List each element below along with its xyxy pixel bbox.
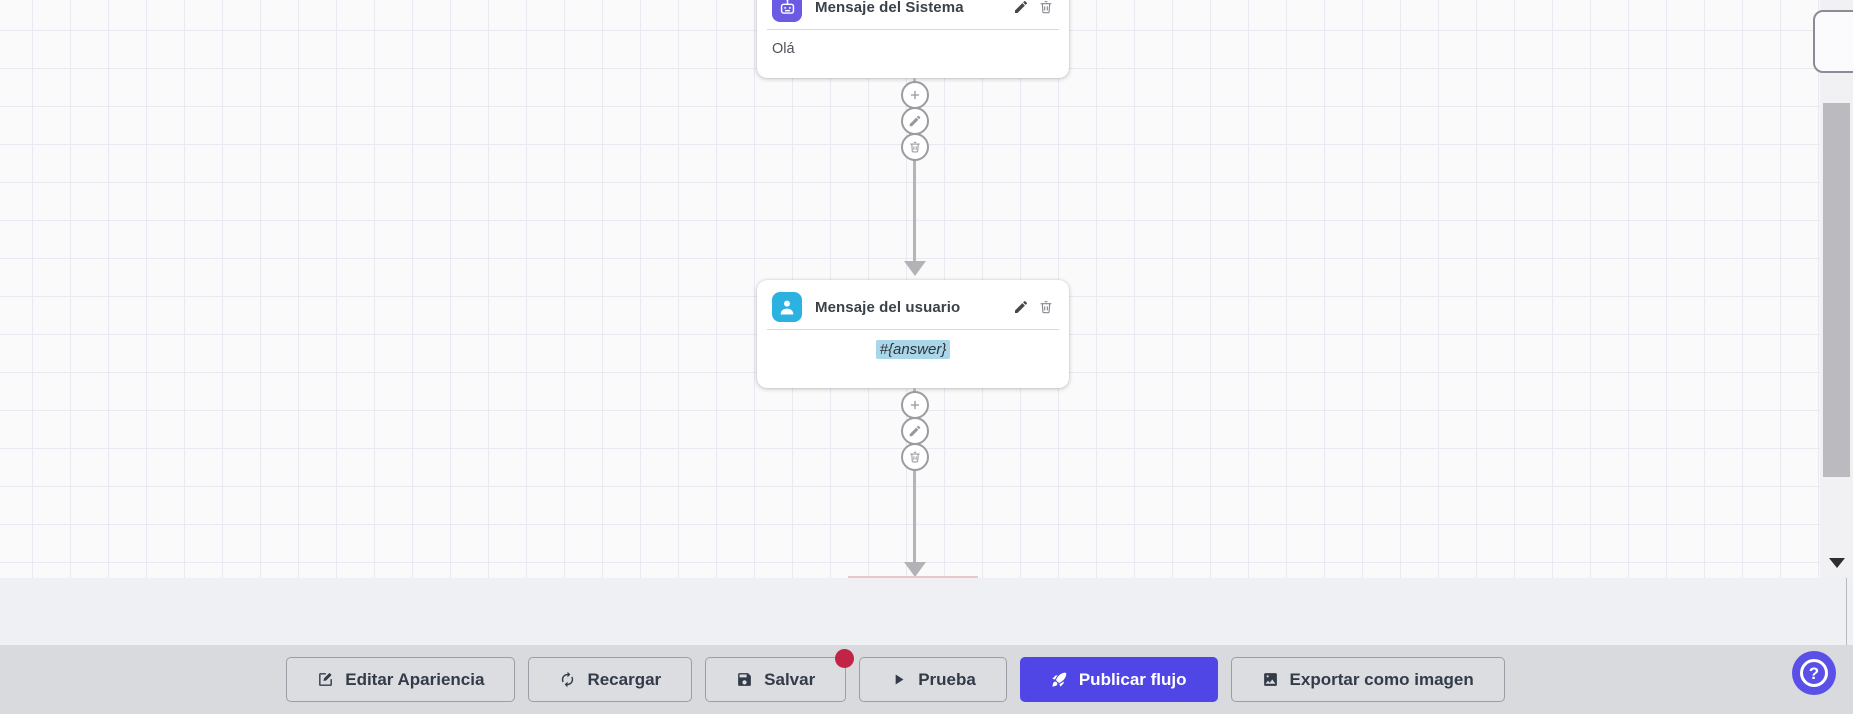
test-button[interactable]: Prueba (859, 657, 1007, 702)
divider (767, 329, 1059, 330)
node-header: Mensaje del Sistema (772, 0, 1054, 22)
rocket-icon (1052, 672, 1067, 687)
scroll-down-arrow-icon[interactable] (1829, 558, 1845, 568)
bottom-toolbar: Editar Apariencia Salvar Recargar Salvar… (0, 645, 1853, 714)
node-header: Mensaje del usuario (772, 292, 1054, 322)
edit-node-icon[interactable] (1013, 299, 1029, 315)
node-user-message[interactable]: Mensaje del usuario #{answer} (757, 280, 1069, 388)
edit-box-icon (319, 673, 333, 686)
unsaved-changes-badge (835, 649, 855, 668)
node-system-message[interactable]: Mensaje del Sistema Olá (757, 0, 1069, 78)
canvas-controls-panel[interactable] (1813, 10, 1853, 73)
edit-connector-button[interactable] (901, 417, 929, 445)
play-icon (895, 674, 904, 685)
help-button[interactable]: ? (1792, 651, 1836, 695)
delete-node-icon[interactable] (1038, 0, 1054, 15)
delete-connector-button[interactable] (901, 443, 929, 471)
export-image-button[interactable]: Exportar como imagen (1230, 657, 1505, 702)
variable-chip[interactable]: #{answer} (875, 340, 951, 359)
vertical-scrollbar[interactable] (1820, 0, 1853, 578)
scrollbar-thumb[interactable] (1823, 103, 1850, 477)
node-body: #{answer} (772, 340, 1054, 359)
publish-flow-button[interactable]: Publicar flujo (1019, 657, 1218, 702)
user-icon (772, 292, 802, 322)
node-body-text: Olá (772, 41, 795, 57)
save-icon (738, 673, 752, 686)
edit-node-icon[interactable] (1013, 0, 1029, 15)
edit-appearance-button[interactable]: Editar Apariencia (286, 657, 516, 702)
image-icon (1263, 673, 1277, 686)
delete-node-icon[interactable] (1038, 299, 1054, 315)
add-node-button[interactable] (901, 81, 929, 109)
robot-icon (772, 0, 802, 22)
delete-connector-button[interactable] (901, 133, 929, 161)
node-title: Mensaje del Sistema (815, 0, 964, 16)
edit-connector-button[interactable] (901, 107, 929, 135)
divider (767, 29, 1059, 30)
add-node-button[interactable] (901, 391, 929, 419)
save-button[interactable]: Salvar (705, 649, 855, 702)
connector-line (913, 388, 916, 563)
arrow-down-icon (904, 261, 926, 276)
drop-target-line (848, 576, 978, 578)
connector-line (913, 78, 916, 262)
question-icon: ? (1800, 659, 1828, 687)
node-title: Mensaje del usuario (815, 298, 961, 316)
reload-button[interactable]: Salvar Recargar (528, 657, 693, 702)
arrow-down-icon (904, 562, 926, 577)
flow-canvas[interactable]: Mensaje del Sistema Olá (0, 0, 1853, 578)
refresh-icon (562, 671, 574, 688)
